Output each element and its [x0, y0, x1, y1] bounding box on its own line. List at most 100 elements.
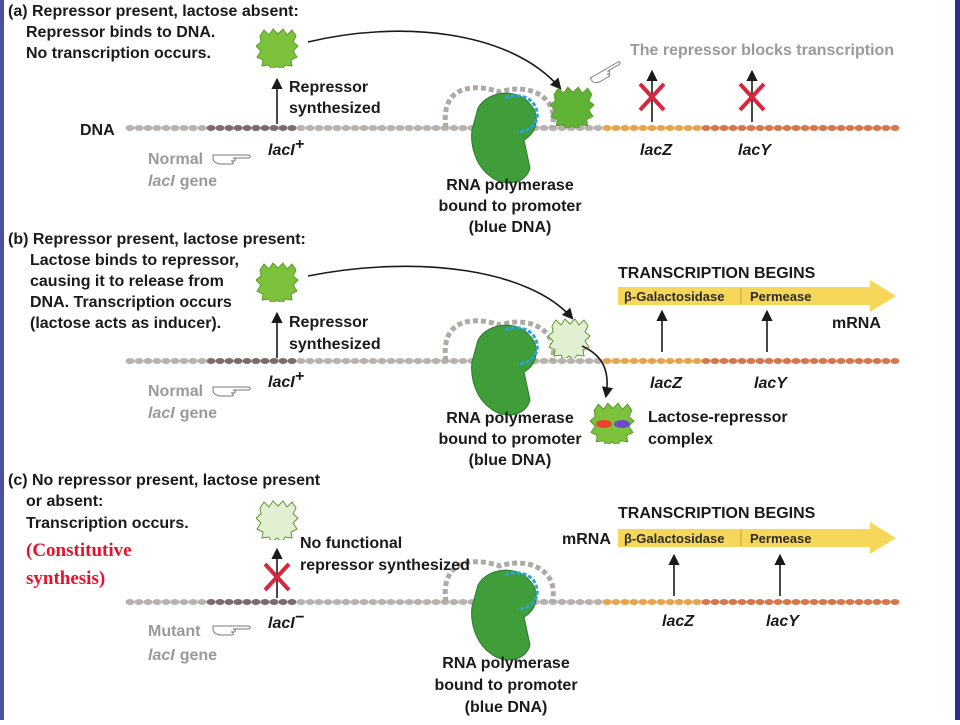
- panel-c-heading-2: or absent:: [26, 493, 103, 510]
- mrna-label-b: mRNA: [832, 315, 881, 332]
- dna-strands: [125, 85, 900, 605]
- dna-segment: [143, 125, 153, 131]
- dna-segment: [827, 125, 837, 131]
- dna-segment: [368, 599, 378, 605]
- dna-segment: [557, 358, 567, 364]
- no-functional-1: No functional: [300, 535, 402, 552]
- repressor-protein-icon: [256, 28, 299, 68]
- dna-segment: [143, 599, 153, 605]
- dna-segment: [170, 599, 180, 605]
- dna-segment: [332, 125, 342, 131]
- dna-segment: [872, 599, 882, 605]
- dna-segment: [422, 358, 432, 364]
- dna-segment: [647, 599, 657, 605]
- dna-segment: [890, 358, 900, 364]
- dna-segment: [431, 125, 441, 131]
- lacz-label-a: lacZ: [640, 142, 673, 159]
- dna-segment: [323, 125, 333, 131]
- dna-segment: [701, 358, 711, 364]
- dna-segment: [629, 599, 639, 605]
- dna-segment: [836, 599, 846, 605]
- dna-segment: [827, 358, 837, 364]
- dna-segment: [188, 125, 198, 131]
- dna-segment: [746, 125, 756, 131]
- dna-segment: [260, 358, 270, 364]
- dna-segment: [422, 599, 432, 605]
- dna-segment: [287, 599, 297, 605]
- dna-segment: [458, 599, 468, 605]
- constitutive-note-2: synthesis): [26, 568, 105, 589]
- lacy-label-a: lacY: [738, 142, 772, 159]
- dna-segment: [719, 358, 729, 364]
- dna-segment: [359, 358, 369, 364]
- dna-segment: [413, 599, 423, 605]
- panel-a-heading-1: (a) Repressor present, lactose absent:: [8, 3, 299, 20]
- dna-segment: [719, 125, 729, 131]
- permease-c: Permease: [750, 531, 811, 546]
- dna-segment: [242, 599, 252, 605]
- dna-segment: [629, 358, 639, 364]
- dna-segment: [854, 599, 864, 605]
- dna-segment: [458, 358, 468, 364]
- dna-segment: [728, 125, 738, 131]
- mrna-arrow-b: [618, 280, 896, 312]
- promoter-dna: [504, 326, 539, 366]
- dna-segment: [350, 358, 360, 364]
- dna-segment: [881, 125, 891, 131]
- dna-segment: [296, 358, 306, 364]
- dna-segment: [881, 358, 891, 364]
- dna-segment: [746, 358, 756, 364]
- panel-b-heading-1: (b) Repressor present, lactose present:: [8, 231, 306, 248]
- dna-segment: [854, 125, 864, 131]
- lacy-label-b: lacY: [754, 375, 788, 392]
- dna-segment: [323, 599, 333, 605]
- panel-c: (c) No repressor present, lactose presen…: [8, 472, 896, 716]
- panel-b-heading-5: (lactose acts as inducer).: [30, 315, 221, 332]
- dna-segment: [269, 599, 279, 605]
- dna-segment: [422, 125, 432, 131]
- dna-segment: [134, 125, 144, 131]
- dna-segment: [215, 125, 225, 131]
- dna-segment: [863, 599, 873, 605]
- dna-segment: [260, 599, 270, 605]
- dna-segment: [674, 358, 684, 364]
- rnap-c-1: RNA polymerase: [442, 655, 570, 672]
- dna-segment: [197, 599, 207, 605]
- dna-segment: [647, 125, 657, 131]
- released-repressor-icon: [548, 318, 591, 358]
- rnap-c-2: bound to promoter: [434, 677, 577, 694]
- dna-segment: [134, 358, 144, 364]
- normal-gene-b-1: Normal: [148, 383, 203, 400]
- dna-segment: [287, 358, 297, 364]
- dna-segment: [701, 599, 711, 605]
- dna-segment: [701, 125, 711, 131]
- dna-segment: [161, 599, 171, 605]
- dna-segment: [863, 125, 873, 131]
- release-arrow: [581, 345, 613, 399]
- dna-segment: [143, 358, 153, 364]
- dna-segment: [395, 599, 405, 605]
- panel-c-heading-3: Transcription occurs.: [26, 515, 189, 532]
- dna-segment: [269, 358, 279, 364]
- dna-segment: [341, 358, 351, 364]
- dna-segment: [674, 599, 684, 605]
- dna-segment: [332, 599, 342, 605]
- block-x-icon: [263, 562, 291, 592]
- dna-segment: [593, 125, 603, 131]
- promoter-dna: [504, 94, 539, 134]
- dna-segment: [584, 599, 594, 605]
- dna-segment: [773, 358, 783, 364]
- rnap-a-1: RNA polymerase: [446, 177, 574, 194]
- dna-segment: [431, 599, 441, 605]
- block-x-icon: [738, 82, 766, 112]
- dna-segment: [188, 599, 198, 605]
- dna-loop: [442, 85, 556, 129]
- repressor-path-arrow: [307, 265, 574, 320]
- dna-segment: [728, 358, 738, 364]
- dna-segment: [287, 125, 297, 131]
- dna-segment: [305, 358, 315, 364]
- dna-segment: [800, 358, 810, 364]
